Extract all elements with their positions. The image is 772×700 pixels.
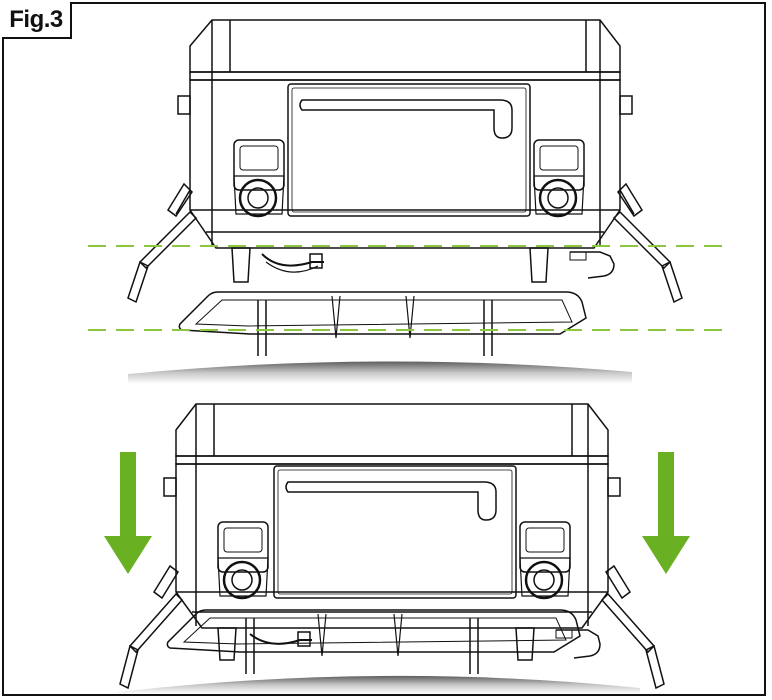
- down-arrow-right: [642, 452, 690, 574]
- right-latch-top: [533, 139, 585, 218]
- legs-bottom: [119, 564, 665, 690]
- stand-top: [178, 291, 587, 356]
- down-arrow-left: [104, 452, 152, 574]
- ground-top: [128, 361, 632, 384]
- grill-body-top: [177, 19, 633, 283]
- bottom-panel: [104, 403, 690, 694]
- figure-label: Fig.3: [2, 2, 72, 39]
- left-latch-bottom: [217, 521, 269, 600]
- legs-top: [127, 182, 683, 304]
- stand-bottom: [166, 609, 581, 674]
- alignment-guides-top: [88, 245, 730, 331]
- grill-body-bottom: [163, 403, 621, 661]
- right-latch-bottom: [519, 521, 571, 600]
- top-panel: [88, 19, 730, 384]
- ground-bottom: [118, 675, 640, 694]
- left-latch-top: [233, 139, 285, 218]
